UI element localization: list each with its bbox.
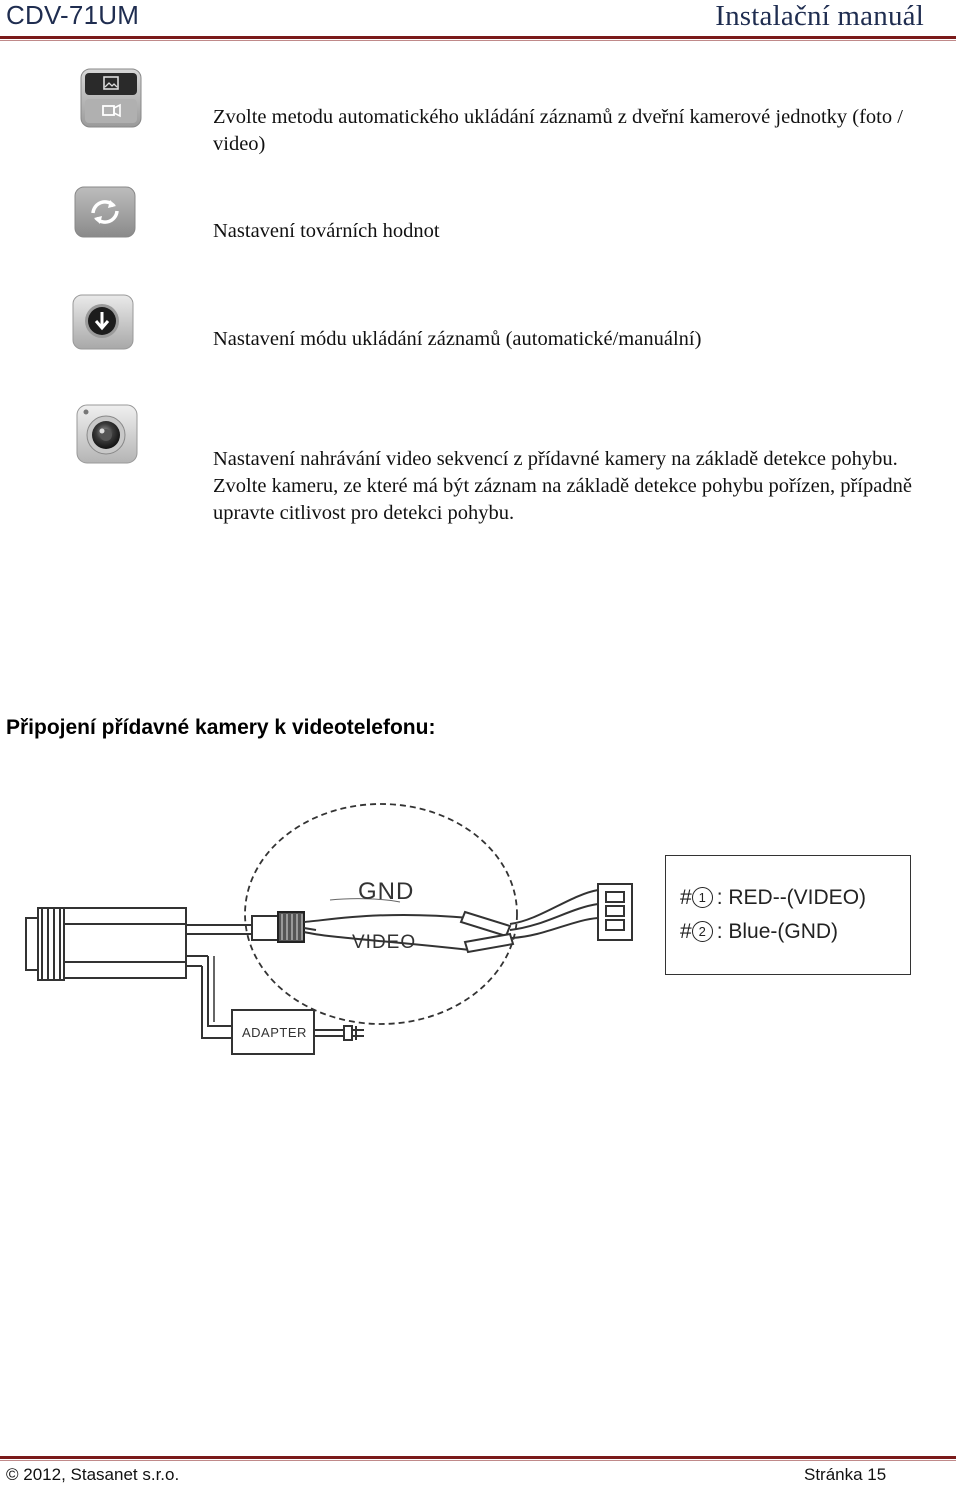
camera-body [63,907,187,979]
gnd-label: GND [358,878,415,905]
legend-num-1: 1 [691,887,713,908]
header-rule [0,36,956,39]
footer-page-number: Stránka 15 [804,1465,887,1484]
wiring-diagram [25,803,633,1055]
wire-legend-box: #1: RED--(VIDEO) #2: Blue-(GND) [665,855,911,975]
legend-num-2: 2 [691,921,713,942]
legend-text-gnd: : Blue-(GND) [716,920,839,943]
section-title: Připojení přídavné kamery k videotelefon… [6,716,436,739]
item-text-storage-method: Zvolte metodu automatického ukládání záz… [213,106,903,155]
header-rule-thin [0,40,956,41]
item-text-motion-detection: Nastavení nahrávání video sekvencí z pří… [213,448,912,524]
header-doc-title: Instalační manuál [715,0,924,32]
download-icon [72,294,134,356]
legend-line-gnd: #2: Blue-(GND) [680,920,839,943]
lens-ring-1 [25,917,39,971]
legend-text-video: : RED--(VIDEO) [716,886,867,909]
camera-lens-icon [76,404,138,466]
photo-video-icon [80,68,142,130]
lens-body [37,907,65,981]
item-text-factory-reset: Nastavení továrních hodnot [213,220,440,242]
item-text-record-mode: Nastavení módu ukládání záznamů (automat… [213,328,702,350]
refresh-icon [74,186,136,248]
footer-copyright: © 2012, Stasanet s.r.o. [6,1465,180,1484]
adapter-box [231,1009,315,1055]
video-label: VIDEO [352,932,417,953]
zoom-ellipse [244,803,518,1025]
footer-rule-thin [0,1460,956,1461]
header-doc-code: CDV-71UM [6,0,140,30]
footer-rule [0,1456,956,1459]
adapter-label: ADAPTER [242,1025,307,1040]
legend-line-video: #1: RED--(VIDEO) [680,886,867,909]
